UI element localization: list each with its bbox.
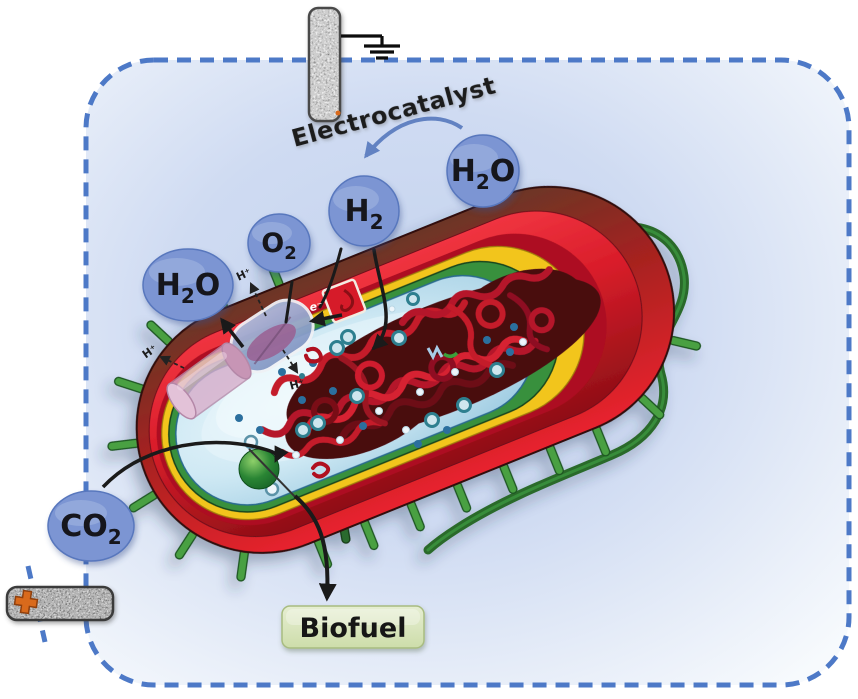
h2-uptake-arrow [371,248,389,351]
proton-top-label: H⁺ [234,265,253,283]
electron-transfer-arrow [308,310,343,327]
anode-granite [7,587,113,620]
rna-squiggle-blue [426,344,444,361]
o2-label: O2 [261,228,296,264]
proton-out-arrow [249,282,267,317]
o2-bubble: O2 [247,213,311,273]
proton-inner-label: H⁺ [288,376,306,392]
plus-icon [13,589,39,615]
plasmid-knots [303,346,331,479]
rna-squiggle-green [442,351,459,358]
membrane-protein-box [321,278,367,324]
proton-in-arrow [282,349,299,374]
flagellum [423,222,689,555]
h2o-right-label: H2O [451,154,516,194]
biofuel-label: Biofuel [300,613,407,644]
h2-label: H2 [344,194,383,234]
cathode-speck [335,110,341,116]
biofuel-leader-line [248,448,301,503]
co2-label: CO2 [60,509,121,549]
cathode-electrode [307,6,342,123]
electron-label: e⁻ [308,299,324,315]
h2-bubble: H2 [328,175,400,247]
flow-arrows: H⁺ H⁺ H⁺ e⁻ [101,116,464,602]
proton-dot [299,373,305,379]
biofuel-box-highlight [286,609,420,625]
co2-bubble: CO2 [47,490,135,562]
cathode-granite [309,8,340,121]
anode-outline [5,585,115,622]
electrocatalyst-arrow [364,116,464,159]
carboxysome-sphere [238,448,280,490]
membrane-line [284,280,294,324]
ground-symbol-icon [341,34,400,60]
anode-electrode [5,585,115,622]
h2o-left-label: H2O [156,268,221,308]
h2o-right-bubble: H2O [446,134,520,208]
h2o-left-bubble: H2O [142,248,234,322]
biofuel-export-arrow [293,494,337,602]
biofuel-box: Biofuel [281,605,425,649]
co2-uptake-arrow [101,440,289,489]
nucleoid [258,266,601,460]
gas-release-arrow [220,317,245,349]
vessel-border-segment [25,565,48,643]
atp-synthase-transporter [166,342,252,420]
molecule-bubbles: H2O H2 O2 H2O CO2 [47,134,520,562]
cathode-outline [307,6,342,123]
proton-left-arrow [159,355,185,369]
h2-line [318,247,343,309]
